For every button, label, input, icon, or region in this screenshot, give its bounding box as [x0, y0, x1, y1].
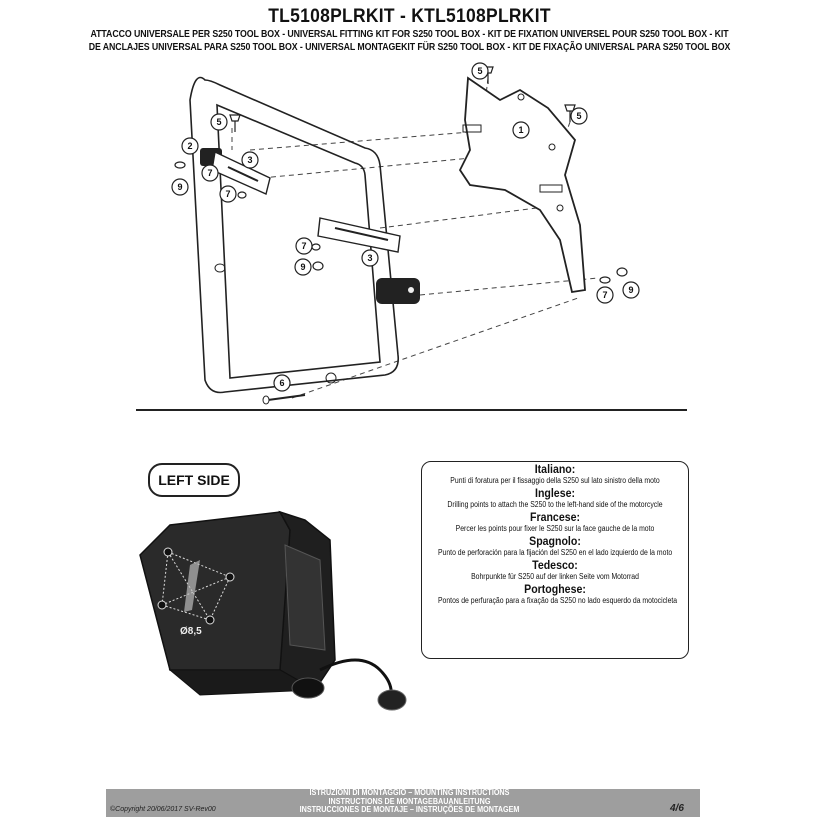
lang-german-text: Bohrpunkte für S250 auf der linken Seite… — [471, 572, 639, 581]
page-number: 4/6 — [670, 803, 684, 814]
subtitle-line-1: ATTACCO UNIVERSALE PER S250 TOOL BOX - U… — [90, 29, 729, 40]
lang-english-text: Drilling points to attach the S250 to th… — [447, 500, 663, 509]
lang-spanish-text: Punto de perforación para la fijación de… — [437, 548, 673, 557]
callout-9b: 9 — [300, 262, 305, 272]
lang-english-name: Inglese: — [535, 488, 575, 500]
callouts — [171, 62, 640, 392]
lang-portuguese-text: Pontos de perfuração para a fixação da S… — [437, 596, 678, 605]
tubular-frame — [189, 76, 400, 394]
footer-title: ISTRUZIONI DI MONTAGGIO – MOUNTING INSTR… — [41, 788, 778, 815]
upper-clamp-bracket — [200, 148, 271, 195]
footer-bar — [106, 789, 700, 817]
callout-3b: 3 — [367, 253, 372, 263]
left-side-label: LEFT SIDE — [148, 463, 240, 497]
lang-german-name: Tedesco: — [532, 560, 578, 572]
exploded-assembly-diagram: 1 2 3 3 5 5 5 6 7 7 7 7 9 9 9 — [171, 62, 640, 405]
callout-5b: 5 — [576, 111, 581, 121]
document-title: TL5108PLRKIT - KTL5108PLRKIT — [268, 6, 551, 27]
section-divider — [136, 409, 687, 411]
hole-diameter-label: Ø8,5 — [180, 626, 202, 637]
lang-spanish-name: Spagnolo: — [529, 536, 581, 548]
lang-portuguese-name: Portoghese: — [524, 584, 586, 596]
footer-line-2: INSTRUCTIONS DE MONTAGEBAUANLEITUNG — [328, 796, 491, 806]
callout-5c: 5 — [477, 66, 482, 76]
footer-line-3: INSTRUCCIONES DE MONTAJE – INSTRUÇÕES DE… — [299, 805, 520, 815]
callout-3a: 3 — [247, 155, 252, 165]
toolbox-illustration: Ø8,5 — [139, 510, 407, 711]
callout-9c: 9 — [628, 285, 633, 295]
callout-9a: 9 — [177, 182, 182, 192]
callout-7d: 7 — [602, 290, 607, 300]
callout-7c: 7 — [301, 241, 306, 251]
lang-italian-name: Italiano: — [534, 464, 576, 476]
footer-line-1: ISTRUZIONI DI MONTAGGIO – MOUNTING INSTR… — [309, 788, 510, 797]
callout-1: 1 — [518, 125, 523, 135]
callout-6: 6 — [279, 378, 284, 388]
subtitle-line-2: DE ANCLAJES UNIVERSAL PARA S250 TOOL BOX… — [88, 42, 731, 53]
long-bolt — [262, 394, 306, 405]
callout-7a: 7 — [207, 168, 212, 178]
lang-french-name: Francese: — [530, 512, 580, 524]
language-instructions-panel: Italiano: Punti di foratura per il fissa… — [421, 461, 689, 659]
callout-5a: 5 — [216, 117, 221, 127]
copyright-notice: ©Copyright 20/06/2017 SV-Rev00 — [110, 806, 216, 813]
lower-clamp-bracket — [317, 217, 420, 304]
mounting-plate — [458, 76, 586, 294]
lang-french-text: Percer les points pour fixer le S250 sur… — [455, 524, 655, 533]
callout-7b: 7 — [225, 189, 230, 199]
callout-2: 2 — [187, 141, 192, 151]
lang-italian-text: Punti di foratura per il fissaggio della… — [450, 476, 660, 485]
